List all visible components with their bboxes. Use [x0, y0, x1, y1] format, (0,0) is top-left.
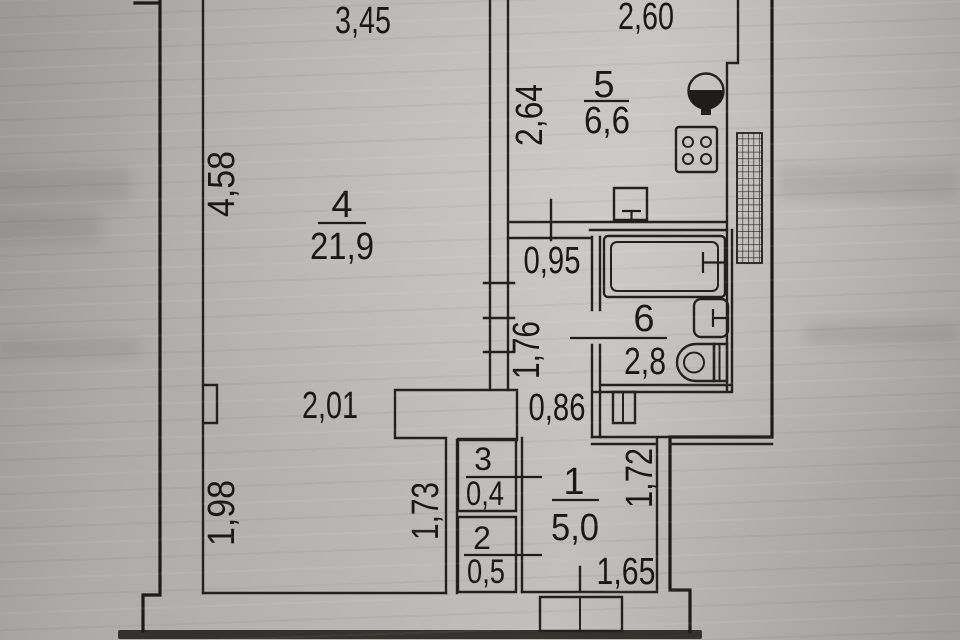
label-bars [318, 101, 667, 555]
left-inner-wall [203, 0, 217, 593]
room-5-area: 6,6 [584, 100, 630, 142]
room-4-number: 4 [331, 184, 352, 226]
toilet-with-cistern-icon [677, 344, 727, 381]
dim-room4-lower-height: 1,98 [201, 480, 243, 546]
washbasin-icon [694, 299, 728, 337]
room-2-number: 2 [473, 520, 491, 556]
bottom-wall-edge [118, 630, 702, 639]
outer-wall [135, 0, 772, 632]
dim-kitchen-top: 2,60 [618, 0, 674, 38]
closet-3-box [458, 439, 516, 511]
fixtures [540, 74, 762, 632]
hallway-walls [203, 437, 772, 593]
room-labels: 4 21,9 5 6,6 6 2,8 1 5,0 3 0,4 2 0,5 [310, 64, 666, 591]
hatched-vent-shaft-icon [737, 133, 762, 263]
room-4-area: 21,9 [310, 226, 374, 268]
room-1-area: 5,0 [551, 507, 599, 549]
dim-room4-lower-width: 2,01 [302, 385, 358, 427]
dim-hall-height: 1,72 [619, 448, 661, 508]
four-burner-stove-icon [676, 127, 717, 172]
room-6-number: 6 [633, 298, 654, 340]
dim-hall-width: 1,65 [597, 551, 656, 593]
dim-room4-top: 3,45 [335, 0, 391, 42]
dimension-labels: 3,45 2,60 4,58 2,64 0,95 1,76 2,01 0,86 … [201, 0, 674, 593]
dim-corridor-height: 1,76 [506, 321, 548, 379]
dim-corridor-width: 0,95 [524, 240, 581, 282]
room-6-area: 2,8 [624, 341, 666, 383]
boiler-box-icon [614, 188, 647, 220]
room-2-area: 0,5 [467, 553, 505, 591]
room4-kitchen-wall [484, 0, 514, 390]
duct-box-icon [613, 392, 635, 423]
room-5-number: 5 [593, 64, 614, 106]
dim-room4-left: 4,58 [201, 151, 243, 217]
kitchen-walls [508, 0, 738, 240]
dim-kitchen-left: 2,64 [509, 84, 551, 146]
dim-closets-height: 1,73 [405, 482, 447, 540]
room-1-number: 1 [563, 461, 584, 503]
entry-steps-icon [540, 597, 622, 631]
sink-half-filled-circle-icon [689, 74, 724, 115]
walls [118, 0, 772, 639]
dim-passage-width: 0,86 [529, 387, 586, 429]
bathtub-icon [604, 236, 725, 297]
room-3-area: 0,4 [466, 475, 504, 513]
room-3-number: 3 [474, 441, 492, 477]
